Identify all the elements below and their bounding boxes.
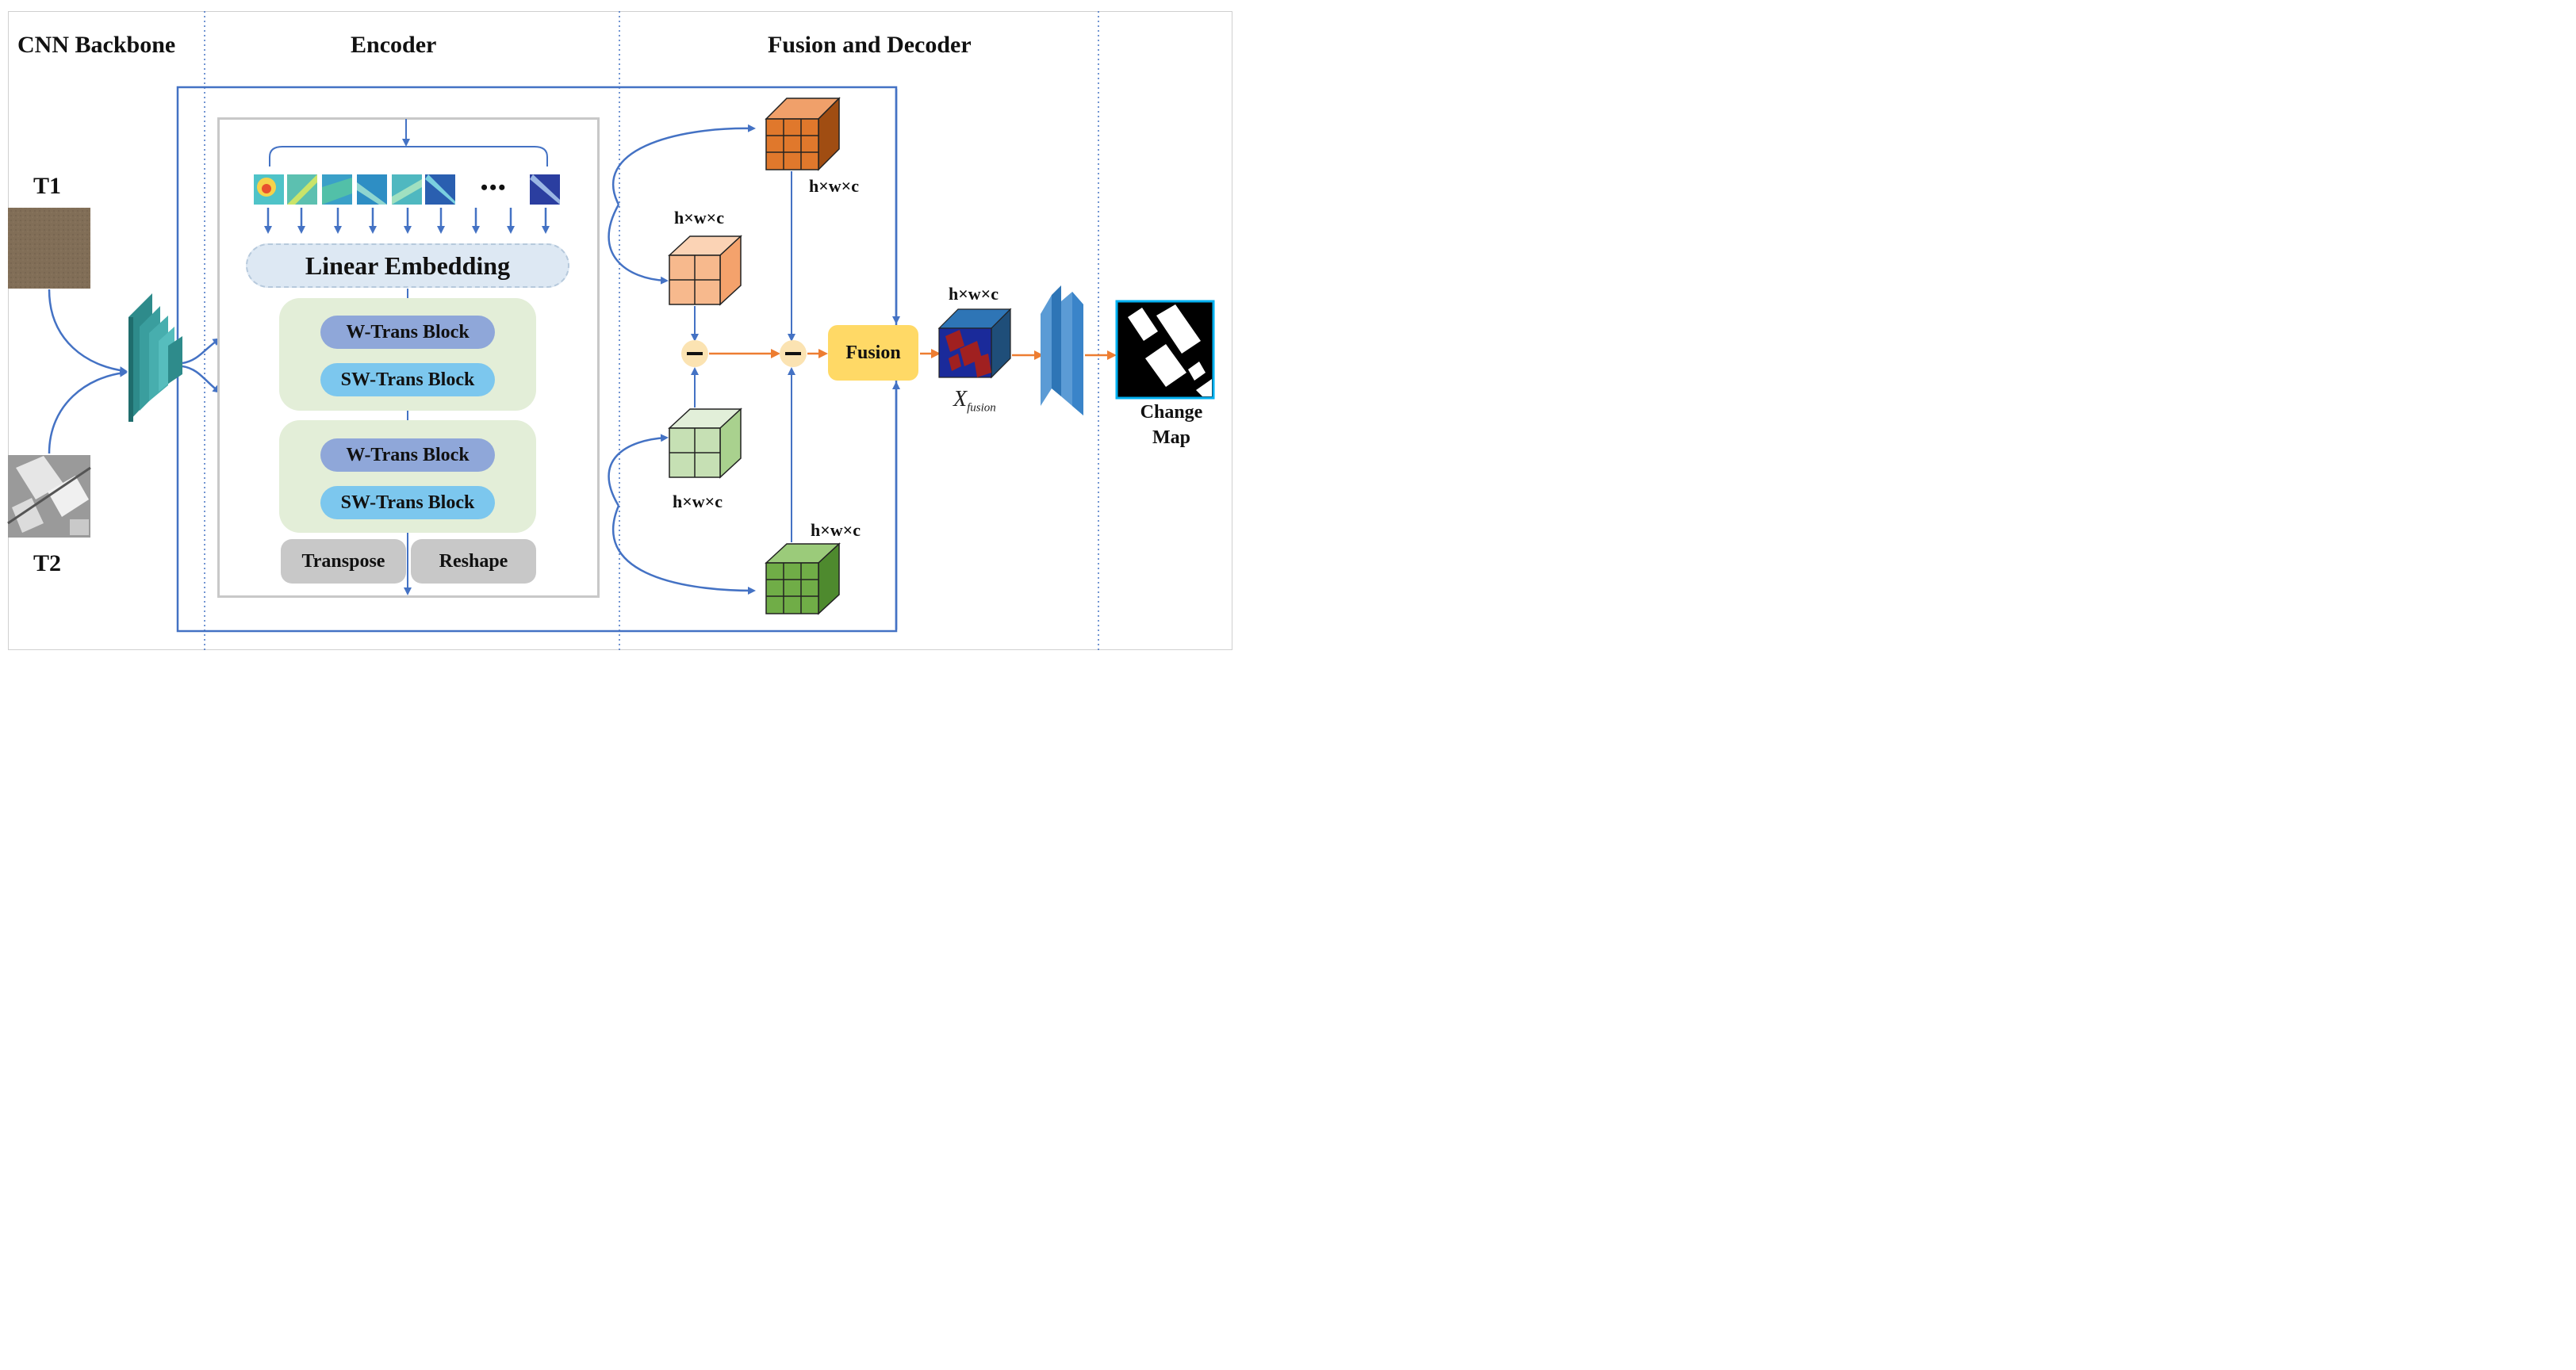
arrow-to-cube-top-orange <box>611 124 756 205</box>
diagram-frame <box>8 11 1232 650</box>
dims-label-orange-light: h×w×c <box>674 208 724 228</box>
cnn-backbone-layers <box>128 293 182 422</box>
cube-orange-light <box>668 235 742 306</box>
fusion-block: Fusion <box>828 325 918 381</box>
xfusion-label-sub: fusion <box>967 401 996 415</box>
arrow-to-cube-light-green <box>608 434 669 507</box>
cube-orange-dark <box>765 97 841 171</box>
change-map-label-line2: Map <box>1152 427 1190 448</box>
t1-label: T1 <box>33 173 62 199</box>
section-title-cnn-backbone: CNN Backbone <box>17 32 176 58</box>
section-title-encoder: Encoder <box>351 32 437 58</box>
dims-label-green-dark: h×w×c <box>811 520 861 540</box>
t2-image <box>7 455 91 538</box>
subtract-node-1 <box>681 340 708 367</box>
reshape-block: Reshape <box>411 539 536 584</box>
transpose-block: Transpose <box>281 539 406 584</box>
subtract-node-2 <box>780 340 807 367</box>
arrow-to-cube-light-orange <box>608 204 669 285</box>
section-separators <box>204 11 1099 650</box>
sw-trans-block-2: SW-Trans Block <box>320 486 495 519</box>
sw-trans-block-1: SW-Trans Block <box>320 363 495 396</box>
change-map-image <box>1115 300 1215 400</box>
diagram-graphics <box>7 11 1215 650</box>
arrow-backbone-to-encoder-2 <box>182 365 221 393</box>
dims-label-green-light: h×w×c <box>673 492 723 511</box>
dims-label-orange-dark: h×w×c <box>809 176 859 196</box>
w-trans-block-2: W-Trans Block <box>320 438 495 472</box>
change-map-label: Change Map <box>1136 400 1207 450</box>
dims-label-xfusion: h×w×c <box>949 284 999 304</box>
linear-embedding-block: Linear Embedding <box>246 243 569 288</box>
patches-ellipsis: ••• <box>481 176 508 199</box>
arrow-to-cube-dark-green <box>612 505 756 595</box>
change-map-label-line1: Change <box>1140 402 1203 423</box>
t2-label: T2 <box>33 550 62 576</box>
xfusion-label-main: X <box>953 387 968 411</box>
w-trans-block-1: W-Trans Block <box>320 316 495 349</box>
t1-image <box>8 208 90 289</box>
arrow-t1-to-backbone <box>48 289 128 375</box>
arrow-backbone-to-encoder-1 <box>182 338 221 365</box>
xfusion-label: Xfusion <box>953 387 996 415</box>
arrow-t2-to-backbone <box>48 369 128 454</box>
xfusion-cube <box>937 308 1012 379</box>
section-title-fusion-decoder: Fusion and Decoder <box>768 32 972 58</box>
cube-green-light <box>668 408 742 479</box>
decoder-layers <box>1041 285 1083 415</box>
cube-green-dark <box>765 542 841 615</box>
